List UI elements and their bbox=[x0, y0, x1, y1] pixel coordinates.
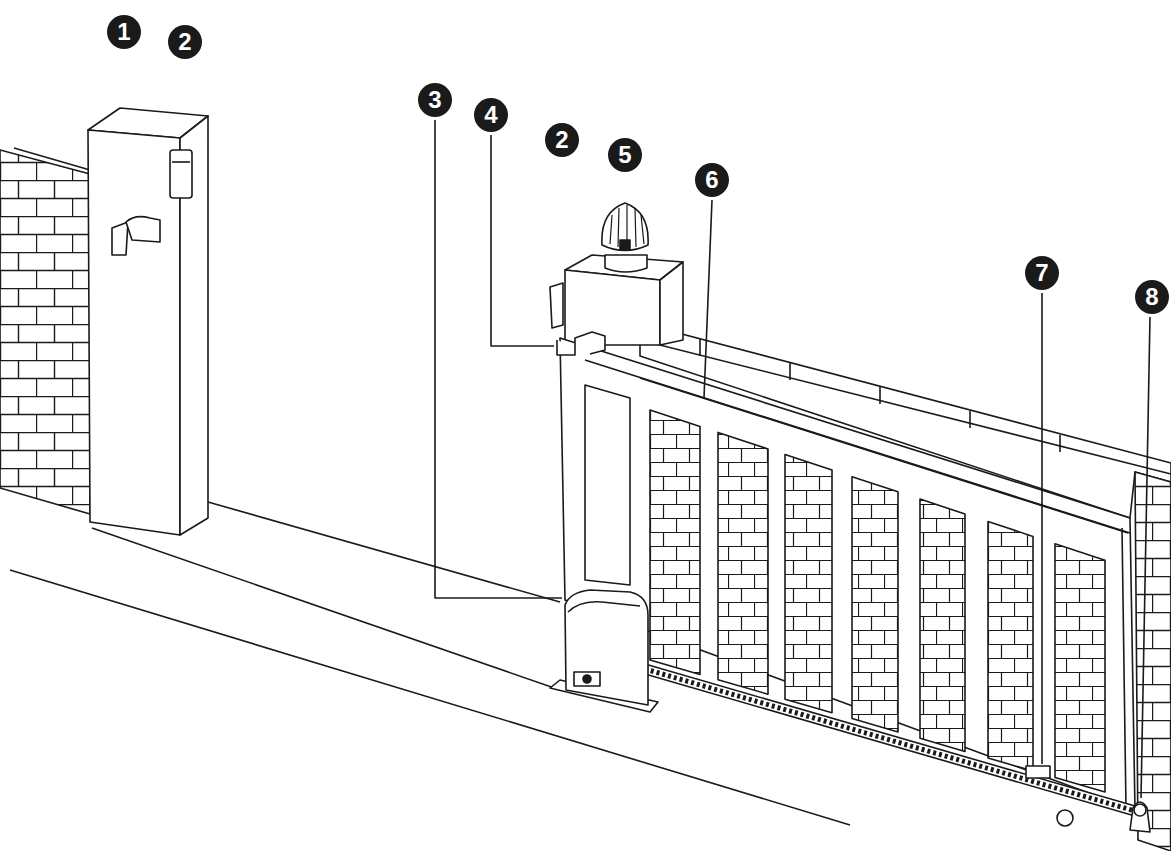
callout-number: 4 bbox=[474, 98, 508, 132]
gate-wheel bbox=[1057, 810, 1073, 826]
callout-number: 5 bbox=[608, 138, 642, 172]
callout-number: 8 bbox=[1135, 280, 1169, 314]
brick-wall bbox=[0, 150, 90, 514]
callout-text: 5 bbox=[618, 143, 631, 167]
callout-number: 6 bbox=[695, 163, 729, 197]
gear-motor bbox=[565, 590, 648, 705]
sliding-gate bbox=[560, 338, 1135, 810]
callout-text: 2 bbox=[555, 128, 568, 152]
stop-bracket bbox=[557, 332, 605, 355]
callout-text: 1 bbox=[117, 20, 130, 44]
limit-plate bbox=[1026, 766, 1050, 778]
callout-number: 7 bbox=[1025, 256, 1059, 290]
callout-text: 6 bbox=[705, 168, 718, 192]
photocell bbox=[112, 222, 128, 255]
callout-text: 2 bbox=[178, 30, 191, 54]
callout-text: 3 bbox=[428, 88, 441, 112]
gate-stop bbox=[1130, 802, 1150, 832]
callout-text: 4 bbox=[484, 103, 497, 127]
pillar bbox=[88, 130, 180, 535]
callout-number: 3 bbox=[418, 83, 452, 117]
callout-number: 1 bbox=[107, 15, 141, 49]
callout-text: 8 bbox=[1145, 285, 1158, 309]
callout-number: 2 bbox=[168, 25, 202, 59]
photocell bbox=[170, 150, 192, 198]
callout-text: 7 bbox=[1035, 261, 1048, 285]
callout-number: 2 bbox=[545, 123, 579, 157]
photocell bbox=[550, 283, 563, 328]
leader-line bbox=[435, 120, 1150, 798]
flashing-lamp bbox=[605, 255, 647, 272]
gear-rack bbox=[645, 669, 1135, 811]
